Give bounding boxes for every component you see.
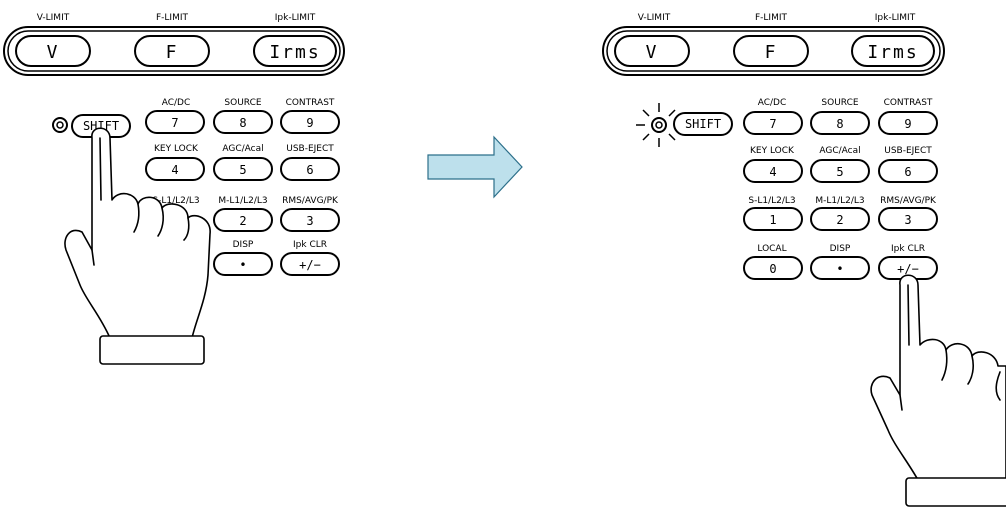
v-limit-button-right[interactable]	[614, 35, 690, 67]
shift-key-text: SHIFT	[83, 119, 119, 133]
key-plusminus[interactable]	[280, 252, 340, 276]
f-key-text-right: F	[765, 42, 778, 63]
f-limit-button[interactable]	[134, 35, 210, 67]
key-7[interactable]	[145, 110, 205, 134]
usb-eject-label-right: USB-EJECT	[884, 146, 932, 156]
source-label-right: SOURCE	[821, 98, 858, 108]
f-limit-label: F-LIMIT	[156, 13, 189, 23]
next-step-arrow-icon	[427, 135, 523, 199]
key-6-text: 6	[306, 163, 313, 177]
key-5-right[interactable]	[810, 159, 870, 183]
v-limit-button[interactable]	[15, 35, 91, 67]
v-key-text: V	[47, 42, 60, 63]
pointing-hand-icon	[64, 127, 211, 365]
key-dot[interactable]	[213, 252, 273, 276]
key-9[interactable]	[280, 110, 340, 134]
key-4-text-right: 4	[769, 165, 776, 179]
key-9-text-right: 9	[904, 117, 911, 131]
key-8-text-right: 8	[836, 117, 843, 131]
irms-limit-button-right[interactable]	[851, 35, 935, 67]
key-3-right[interactable]	[878, 207, 938, 231]
key-2[interactable]	[213, 208, 273, 232]
ipk-clr-label: Ipk CLR	[293, 240, 327, 250]
key-2-right[interactable]	[810, 207, 870, 231]
key-6-text-right: 6	[904, 165, 911, 179]
right-panel: V-LIMIT F-LIMIT Ipk-LIMIT V F Irms SHIFT…	[602, 13, 1006, 507]
key-6[interactable]	[280, 157, 340, 181]
ipk-limit-label-right: Ipk-LIMIT	[875, 13, 916, 23]
s-l1-label: S-L1/L2/L3	[152, 196, 199, 206]
key-7-text: 7	[171, 116, 178, 130]
key-8-text: 8	[239, 116, 246, 130]
key-5[interactable]	[213, 157, 273, 181]
key-9-right[interactable]	[878, 111, 938, 135]
usb-eject-label: USB-EJECT	[286, 144, 334, 154]
v-limit-label-right: V-LIMIT	[638, 13, 671, 23]
keylock-label: KEY LOCK	[154, 144, 199, 154]
shift-led-lit-icon	[636, 103, 676, 147]
rms-avg-pk-label-right: RMS/AVG/PK	[880, 196, 937, 206]
contrast-label-right: CONTRAST	[884, 98, 933, 108]
key-7-text-right: 7	[769, 117, 776, 131]
key-4-text: 4	[171, 163, 178, 177]
local-label-right: LOCAL	[757, 244, 786, 254]
contrast-label: CONTRAST	[286, 98, 335, 108]
key-8[interactable]	[213, 110, 273, 134]
ipk-clr-label-right: Ipk CLR	[891, 244, 925, 254]
f-key-text: F	[166, 42, 179, 63]
key-dot-right[interactable]	[810, 256, 870, 280]
key-plusminus-text: +/−	[299, 258, 321, 272]
key-3-text: 3	[306, 214, 313, 228]
v-limit-label: V-LIMIT	[37, 13, 70, 23]
agc-label-right: AGC/Acal	[819, 146, 860, 156]
rms-avg-pk-label: RMS/AVG/PK	[282, 196, 339, 206]
key-2-text: 2	[239, 214, 246, 228]
key-0-text-right: 0	[769, 262, 776, 276]
left-panel: V-LIMIT F-LIMIT Ipk-LIMIT V F Irms SHIFT…	[3, 13, 345, 365]
s-l1-label-right: S-L1/L2/L3	[748, 196, 795, 206]
key-plusminus-text-right: +/−	[897, 262, 919, 276]
disp-label-right: DISP	[830, 244, 851, 254]
key-dot-text: •	[239, 258, 246, 272]
shift-button-right[interactable]	[673, 112, 733, 136]
v-key-text-right: V	[646, 42, 659, 63]
source-label: SOURCE	[224, 98, 261, 108]
key-7-right[interactable]	[743, 111, 803, 135]
key-2-text-right: 2	[836, 213, 843, 227]
key-6-right[interactable]	[878, 159, 938, 183]
key-3[interactable]	[280, 208, 340, 232]
keylock-label-right: KEY LOCK	[750, 146, 795, 156]
key-4[interactable]	[145, 157, 205, 181]
key-8-right[interactable]	[810, 111, 870, 135]
key-5-text: 5	[239, 163, 246, 177]
irms-limit-button[interactable]	[253, 35, 337, 67]
m-l1-label: M-L1/L2/L3	[218, 196, 267, 206]
pointing-hand-icon	[870, 274, 1006, 507]
acdc-label-right: AC/DC	[758, 98, 787, 108]
f-limit-label-right: F-LIMIT	[755, 13, 788, 23]
ipk-limit-label: Ipk-LIMIT	[275, 13, 316, 23]
key-1-text-right: 1	[769, 213, 776, 227]
key-4-right[interactable]	[743, 159, 803, 183]
irms-key-text-right: Irms	[867, 42, 918, 63]
key-1-right[interactable]	[743, 207, 803, 231]
key-0-right[interactable]	[743, 256, 803, 280]
irms-key-text: Irms	[269, 42, 320, 63]
acdc-label: AC/DC	[162, 98, 191, 108]
shift-key-text-right: SHIFT	[685, 117, 721, 131]
m-l1-label-right: M-L1/L2/L3	[815, 196, 864, 206]
agc-label: AGC/Acal	[222, 144, 263, 154]
disp-label: DISP	[233, 240, 254, 250]
f-limit-button-right[interactable]	[733, 35, 809, 67]
key-3-text-right: 3	[904, 213, 911, 227]
key-9-text: 9	[306, 116, 313, 130]
key-5-text-right: 5	[836, 165, 843, 179]
key-dot-text-right: •	[836, 262, 843, 276]
